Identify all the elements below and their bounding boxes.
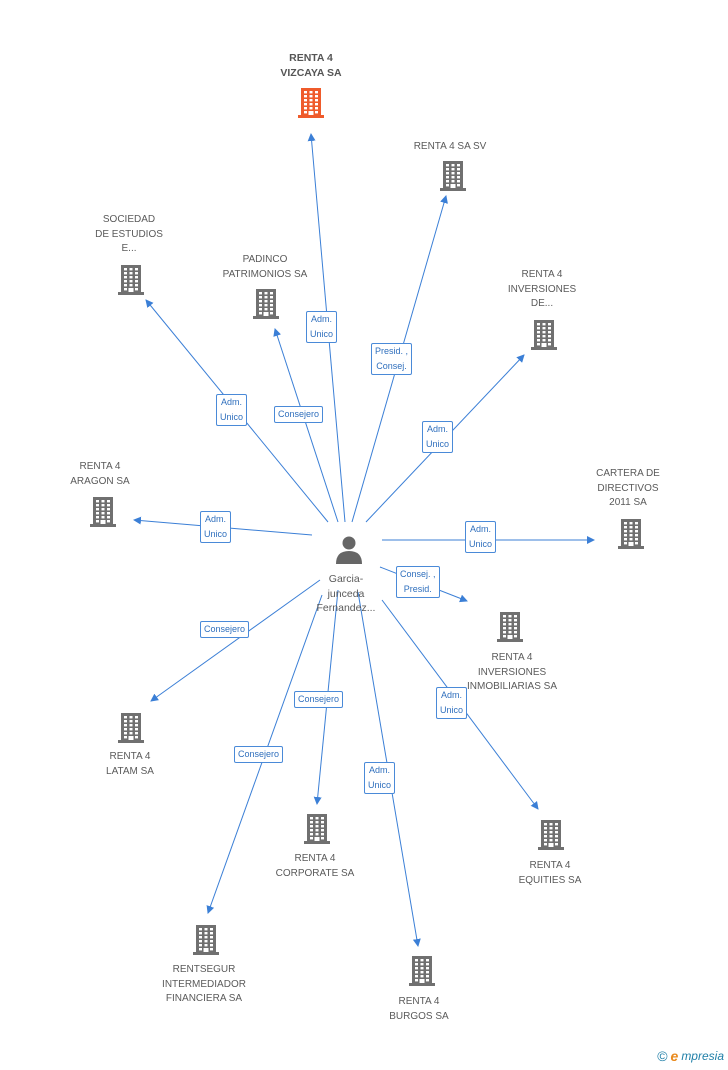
company-label-cartera[interactable]: CARTERA DE DIRECTIVOS 2011 SA xyxy=(596,468,660,508)
building-icon-corporate xyxy=(304,814,330,844)
building-icon-inmobiliarias xyxy=(497,612,523,642)
edge-label-latam[interactable]: Consejero xyxy=(200,621,250,638)
building-icon-aragon xyxy=(90,497,116,527)
edge-label-cartera[interactable]: Adm. Unico xyxy=(465,521,497,553)
company-label-inmobiliarias[interactable]: RENTA 4 INVERSIONES INMOBILIARIAS SA xyxy=(466,652,558,692)
company-label-latam[interactable]: RENTA 4 LATAM SA xyxy=(106,751,154,777)
company-label-rentsegur[interactable]: RENTSEGUR INTERMEDIADOR FINANCIERA SA xyxy=(162,964,246,1004)
company-label-sv[interactable]: RENTA 4 SA SV xyxy=(413,141,487,152)
company-label-equities[interactable]: RENTA 4 EQUITIES SA xyxy=(518,860,582,886)
building-icon-cartera xyxy=(618,519,644,549)
person-label[interactable]: Garcia- junceda Fernandez... xyxy=(316,573,376,614)
edge-label-rentsegur[interactable]: Consejero xyxy=(234,746,284,763)
building-icon-vizcaya xyxy=(298,88,324,118)
copyright-symbol: © xyxy=(657,1048,668,1064)
company-label-sociedad[interactable]: SOCIEDAD DE ESTUDIOS E... xyxy=(95,214,163,254)
edge-label-equities[interactable]: Adm. Unico xyxy=(436,687,468,719)
building-icon-inversiones-de xyxy=(531,320,557,350)
edge-label-corporate[interactable]: Consejero xyxy=(294,691,344,708)
building-icon-rentsegur xyxy=(193,925,219,955)
brand-logo-text: mpresia xyxy=(681,1049,724,1063)
company-label-corporate[interactable]: RENTA 4 CORPORATE SA xyxy=(275,853,355,879)
edge-latam xyxy=(150,579,321,702)
person-icon xyxy=(336,536,362,564)
building-icon-burgos xyxy=(409,956,435,986)
edge-label-inversiones-de[interactable]: Adm. Unico xyxy=(422,421,454,453)
building-icon-sociedad xyxy=(118,265,144,295)
edge-label-vizcaya[interactable]: Adm. Unico xyxy=(306,311,338,343)
company-label-aragon[interactable]: RENTA 4 ARAGON SA xyxy=(70,461,130,487)
edge-label-padinco[interactable]: Consejero xyxy=(274,406,324,423)
company-label-inversiones-de[interactable]: RENTA 4 INVERSIONES DE... xyxy=(507,269,577,309)
brand-logo-initial: e xyxy=(670,1048,679,1064)
company-label-padinco[interactable]: PADINCO PATRIMONIOS SA xyxy=(222,254,308,280)
company-label-vizcaya[interactable]: RENTA 4 VIZCAYA SA xyxy=(280,52,342,79)
building-icon-equities xyxy=(538,820,564,850)
company-label-burgos[interactable]: RENTA 4 BURGOS SA xyxy=(389,996,449,1022)
building-icon-padinco xyxy=(253,289,279,319)
edge-label-sv[interactable]: Presid. , Consej. xyxy=(371,343,413,375)
building-icon-latam xyxy=(118,713,144,743)
edge-label-burgos[interactable]: Adm. Unico xyxy=(364,762,396,794)
edge-label-sociedad[interactable]: Adm. Unico xyxy=(216,394,248,426)
edge-label-inmobiliarias[interactable]: Consej. , Presid. xyxy=(396,566,440,598)
edge-label-aragon[interactable]: Adm. Unico xyxy=(200,511,232,543)
building-icon-sv xyxy=(440,161,466,191)
edge-padinco xyxy=(273,328,339,523)
